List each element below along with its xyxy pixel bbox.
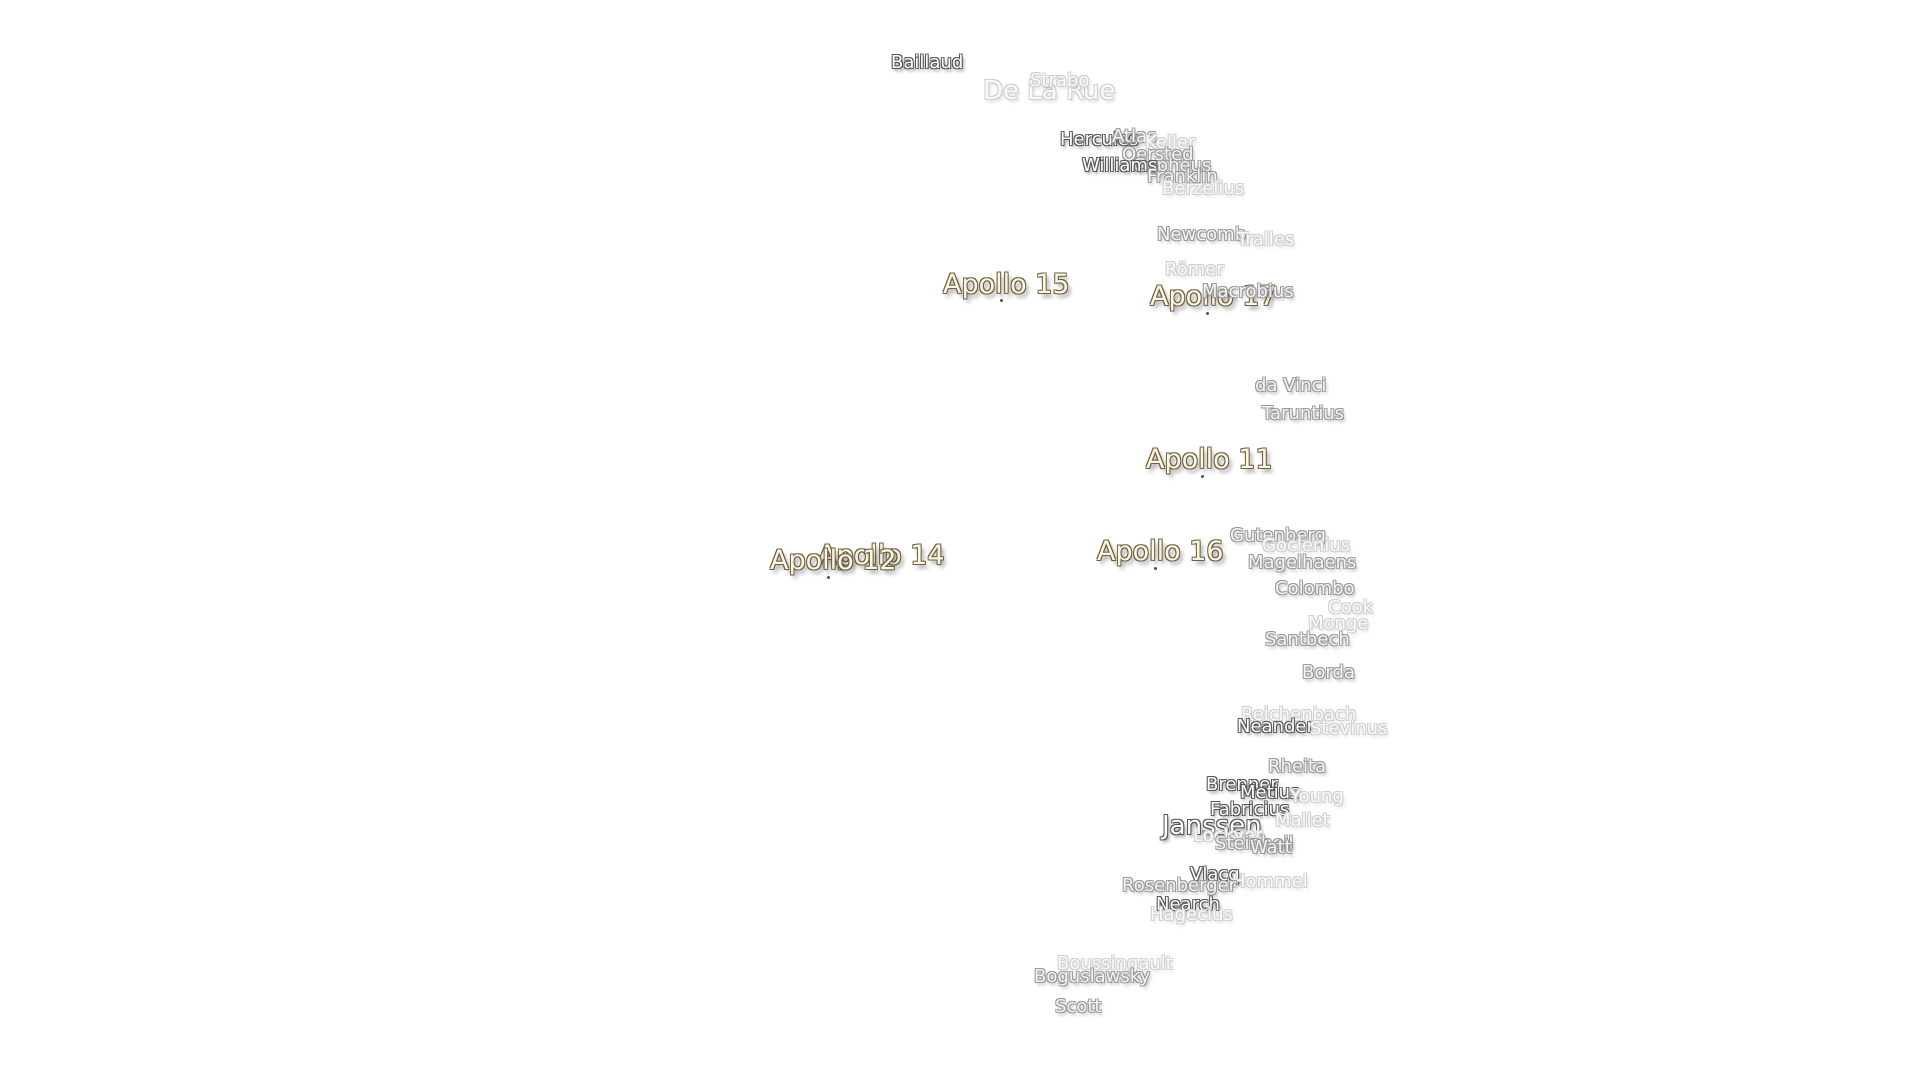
crater-label: Boguslawsky: [1034, 966, 1151, 987]
apollo-14-site-marker: [873, 567, 876, 570]
crater-label: Reichenbach: [1241, 704, 1357, 725]
crater-label: Oersted: [1122, 144, 1194, 165]
crater-label: Janssen: [1162, 811, 1262, 841]
crater-label: Nearch: [1156, 894, 1220, 915]
crater-label: Cepheus: [1133, 155, 1212, 176]
crater-label: Lockyer: [1193, 825, 1263, 846]
crater-label: Newcomb: [1157, 224, 1247, 245]
crater-label: Taruntius: [1262, 403, 1345, 424]
crater-label: Fabricius: [1210, 799, 1290, 820]
crater-label: Steinheil: [1215, 833, 1294, 854]
crater-label: Tralles: [1237, 229, 1295, 250]
crater-label: Mallet: [1275, 810, 1330, 831]
crater-label: Brenner: [1206, 774, 1278, 795]
crater-label: Scott: [1055, 996, 1102, 1017]
crater-label: Macrobius: [1202, 281, 1294, 302]
crater-label: Neander: [1237, 716, 1314, 737]
crater-label: Williams: [1082, 155, 1158, 176]
crater-label: Young: [1290, 786, 1344, 807]
apollo-17-label: Apollo 17: [1150, 281, 1277, 312]
crater-label: Franklin: [1147, 166, 1218, 187]
crater-label: Gutenberg: [1230, 525, 1326, 546]
apollo-16-label: Apollo 16: [1097, 536, 1224, 567]
crater-label: Colombo: [1275, 578, 1355, 599]
crater-label: Keller: [1145, 132, 1196, 153]
apollo-15-site-marker: [1000, 299, 1003, 302]
apollo-17-site-marker: [1206, 312, 1209, 315]
crater-label: Vlacq: [1190, 864, 1240, 885]
crater-label: Watt: [1250, 837, 1292, 858]
crater-label: Metius: [1240, 782, 1300, 803]
crater-label: Strabo: [1030, 70, 1090, 91]
crater-label: Hagecius: [1150, 904, 1233, 925]
apollo-14-label: Apollo 14: [818, 540, 945, 571]
crater-label: Goclenius: [1262, 535, 1351, 556]
crater-label: Stevinus: [1310, 718, 1388, 739]
apollo-15-label: Apollo 15: [943, 269, 1070, 300]
crater-label: Borda: [1302, 662, 1355, 683]
crater-label: Santbech: [1265, 629, 1350, 650]
apollo-11-site-marker: [1201, 475, 1204, 478]
crater-label: Hercules: [1060, 129, 1139, 150]
crater-label: Hommel: [1232, 871, 1308, 892]
crater-label: Monge: [1308, 613, 1369, 634]
apollo-11-label: Apollo 11: [1146, 444, 1273, 475]
crater-label: Baillaud: [891, 52, 964, 73]
crater-label: Rosenberger: [1122, 875, 1237, 896]
crater-label: De La Rue: [983, 76, 1116, 106]
crater-label: Atlas: [1112, 126, 1157, 147]
crater-label: Rheita: [1268, 756, 1327, 777]
apollo-16-site-marker: [1154, 567, 1157, 570]
apollo-12-label: Apollo 12: [770, 545, 897, 576]
crater-label: Römer: [1165, 259, 1224, 280]
crater-label: Berzelius: [1162, 178, 1245, 199]
crater-label: Boussingault: [1057, 953, 1173, 974]
crater-label: Cook: [1328, 597, 1374, 618]
crater-label: da Vinci: [1255, 375, 1327, 396]
crater-label: Magelhaens: [1248, 552, 1357, 573]
apollo-12-site-marker: [827, 576, 830, 579]
